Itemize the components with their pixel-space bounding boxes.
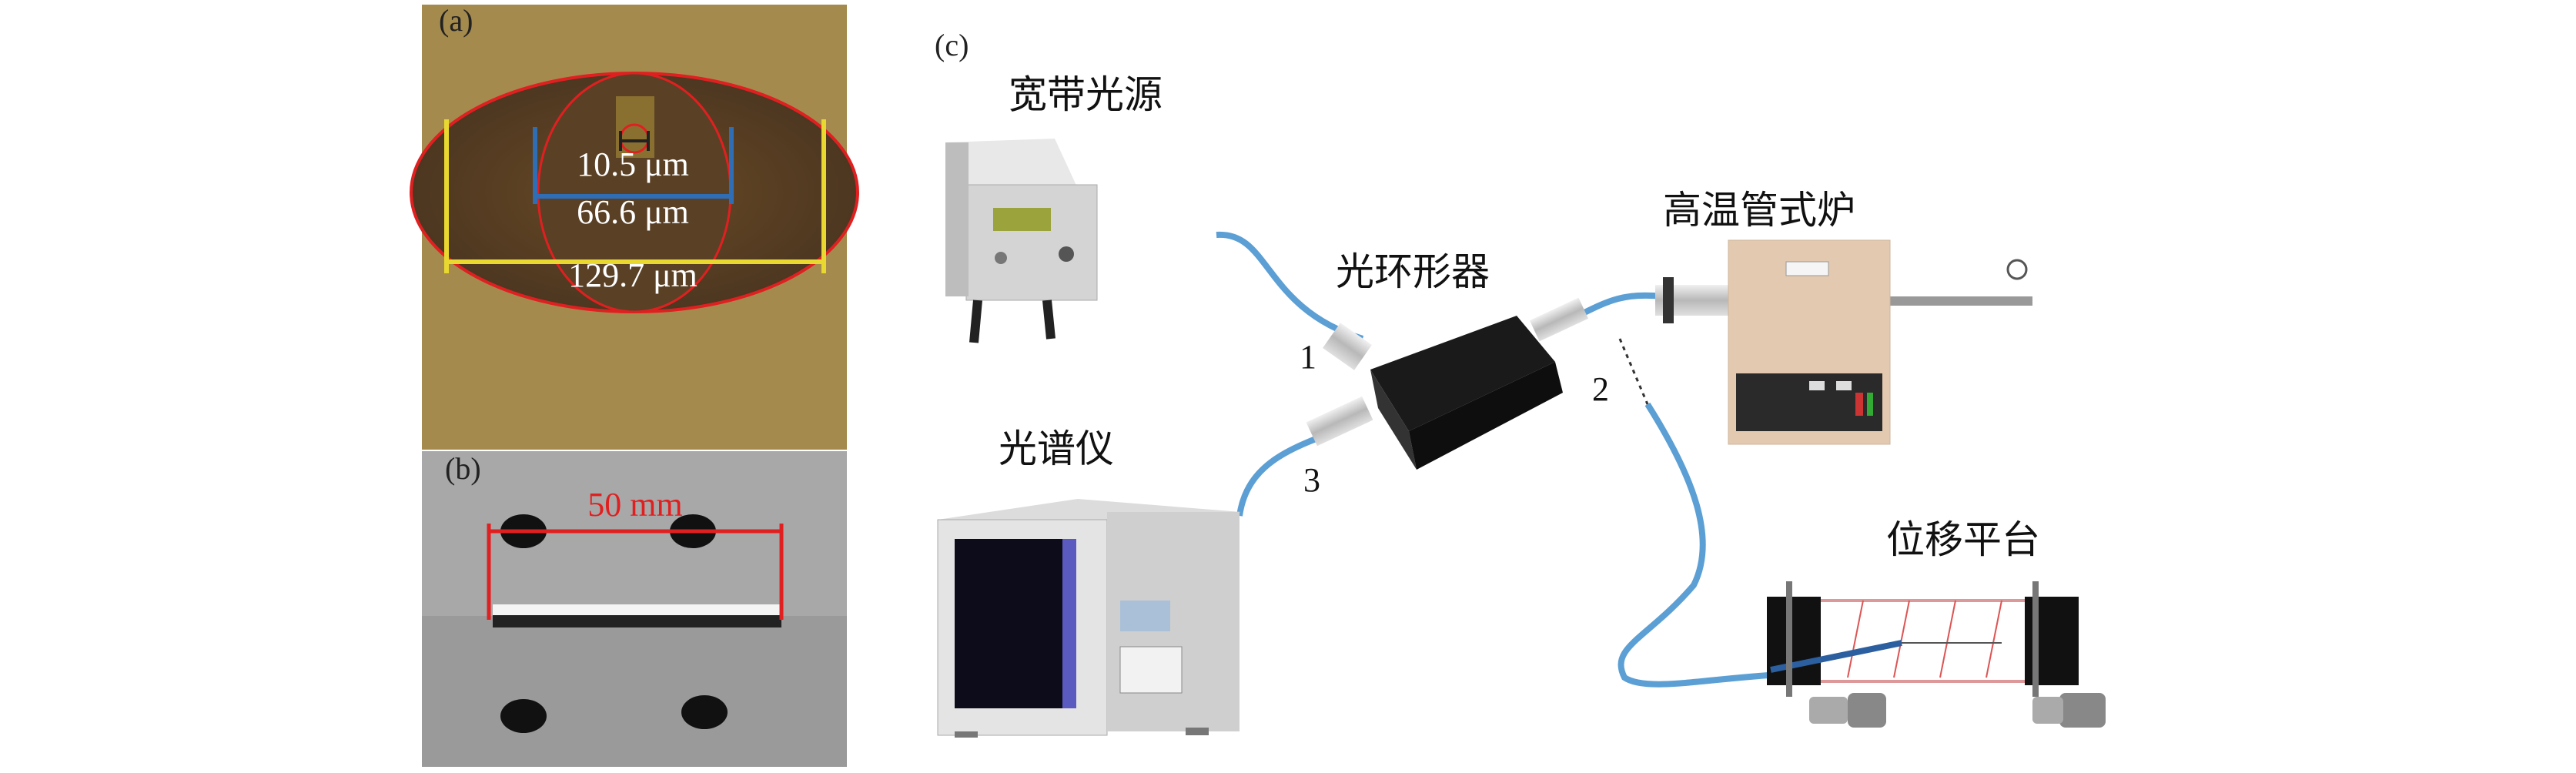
fiber-to-stage (1618, 402, 1795, 688)
fiber-port2-to-furnace (1577, 292, 1664, 319)
port-3-label: 3 (1303, 461, 1320, 499)
tube-furnace-device (1655, 239, 2032, 445)
panel-b-sample-photo: (b) 50 mm (422, 451, 847, 767)
core-measure-bar (619, 131, 650, 151)
display (993, 208, 1051, 231)
panel-b-label: (b) (445, 451, 481, 486)
spectrum-analyzer-label: 光谱仪 (999, 427, 1114, 471)
panel-c-label: (c) (935, 28, 969, 62)
fiber-sample-shadow (493, 615, 781, 627)
plate-lower (422, 616, 847, 767)
circulator-label: 光环形器 (1336, 249, 1490, 294)
port-1-label: 1 (1300, 338, 1316, 376)
fiber-diameter-label: 129.7 μm (568, 256, 698, 294)
length-measure-bar (487, 524, 784, 620)
fiber-port3-to-osa (1236, 424, 1349, 517)
hole (681, 695, 728, 729)
length-label: 50 mm (587, 486, 682, 524)
fiber-break-dashed (1618, 338, 1649, 405)
panel-c-experimental-setup: (c) 宽带光源 光环形器 1 2 3 (935, 28, 2106, 738)
tube-furnace-label: 高温管式炉 (1663, 188, 1855, 233)
hole (500, 699, 547, 733)
broadband-source-label: 宽带光源 (1009, 72, 1163, 117)
translation-stage-label: 位移平台 (1886, 517, 2040, 562)
fiber-sample (493, 604, 781, 615)
fiber-source-to-port1 (1216, 231, 1364, 342)
optical-spectrum-analyzer-device (937, 499, 1241, 738)
broadband-source-device (945, 139, 1098, 343)
core-diameter-label: 10.5 μm (577, 146, 689, 183)
inner-cladding-measure-bar (533, 127, 734, 204)
fiber-diameter-measure-bar (444, 119, 826, 273)
osa-screen (955, 539, 1062, 708)
translation-stage-device (1767, 581, 2106, 728)
optical-circulator-device (1306, 297, 1589, 470)
panel-a-fiber-cross-section: (a) 10.5 μm 66.6 μm 129.7 μm (410, 3, 859, 450)
inner-cladding-diameter-label: 66.6 μm (577, 193, 689, 231)
panel-a-label: (a) (439, 3, 473, 38)
port-2-label: 2 (1592, 370, 1609, 408)
